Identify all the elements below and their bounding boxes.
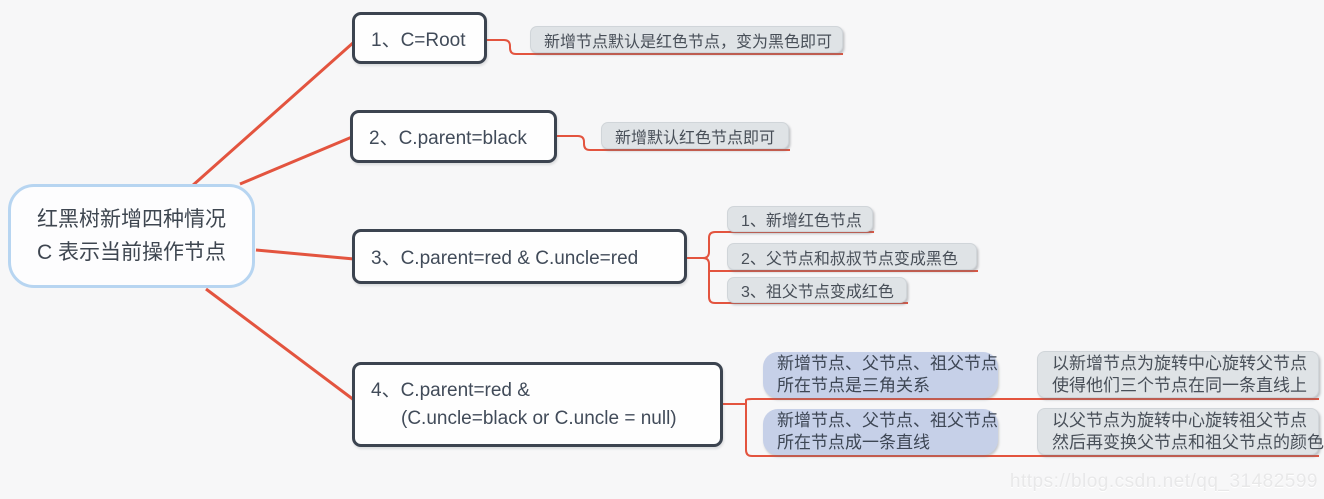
topic-parent-red-uncle-red[interactable]: 3、C.parent=red & C.uncle=red [352,229,687,284]
case4-action-rotate-grandparent-line1: 以父节点为旋转中心旋转祖父节点 [1052,410,1307,430]
case4-condition-line-line2: 所在节点成一条直线 [777,433,930,452]
note-case1[interactable]: 新增节点默认是红色节点，变为黑色即可 [530,26,843,53]
case4-action-rotate-parent-line1: 以新增节点为旋转中心旋转父节点 [1052,353,1307,373]
branch-root-to-node1 [191,40,355,188]
note-case3-step1-text: 1、新增红色节点 [741,213,862,230]
root-topic-line2: C 表示当前操作节点 [37,241,226,264]
case4-condition-triangle-line2: 所在节点是三角关系 [777,376,930,395]
case4-action-rotate-parent[interactable]: 以新增节点为旋转中心旋转父节点 使得他们三个节点在同一条直线上 [1037,351,1319,398]
root-topic-line1: 红黑树新增四种情况 [37,208,226,231]
case4-condition-line[interactable]: 新增节点、父节点、祖父节点 所在节点成一条直线 [763,409,998,455]
note-case3-step2[interactable]: 2、父节点和叔叔节点变成黑色 [727,243,977,270]
note-case3-step3[interactable]: 3、祖父节点变成红色 [727,277,907,303]
topic-c-root-label: 1、C=Root [371,29,466,51]
topic-parent-red-uncle-black-line2: (C.uncle=black or C.uncle = null) [401,407,677,429]
topic-parent-red-uncle-black[interactable]: 4、C.parent=red & (C.uncle=black or C.unc… [352,362,723,447]
topic-parent-red-uncle-black-line1: 4、C.parent=red & [371,379,530,401]
topic-c-root[interactable]: 1、C=Root [352,12,487,64]
branch-root-to-node4 [205,287,355,402]
note-case3-step2-text: 2、父节点和叔叔节点变成黑色 [741,250,958,268]
case4-condition-line-line1: 新增节点、父节点、祖父节点 [777,411,998,430]
note-case3-step3-text: 3、祖父节点变成红色 [741,284,894,301]
connector-node4-case1 [745,398,1319,404]
note-case2[interactable]: 新增默认红色节点即可 [601,122,789,149]
topic-parent-black[interactable]: 2、C.parent=black [350,110,557,163]
case4-condition-triangle-line1: 新增节点、父节点、祖父节点 [777,354,998,373]
connector-node3-note1 [702,231,874,259]
case4-condition-triangle[interactable]: 新增节点、父节点、祖父节点 所在节点是三角关系 [763,352,998,398]
connector-node2-note [557,135,790,151]
connector-node1-note [487,39,843,55]
note-case1-text: 新增节点默认是红色节点，变为黑色即可 [544,33,833,51]
case4-action-rotate-grandparent[interactable]: 以父节点为旋转中心旋转祖父节点 然后再变换父节点和祖父节点的颜色 [1037,408,1324,455]
case4-action-rotate-grandparent-line2: 然后再变换父节点和祖父节点的颜色 [1052,432,1324,452]
note-case2-text: 新增默认红色节点即可 [615,129,776,147]
connector-node4-case2 [745,404,1319,457]
branch-root-to-node3 [255,248,355,261]
watermark-url: https://blog.csdn.net/qq_31482599 [1009,471,1318,492]
branch-root-to-node2 [239,135,353,186]
note-case3-step1[interactable]: 1、新增红色节点 [727,206,873,232]
connector-node3-note3 [702,257,908,304]
topic-parent-black-label: 2、C.parent=black [369,128,527,149]
topic-parent-red-uncle-red-label: 3、C.parent=red & C.uncle=red [371,248,639,269]
root-topic[interactable]: 红黑树新增四种情况 C 表示当前操作节点 [8,184,255,288]
case4-action-rotate-parent-line2: 使得他们三个节点在同一条直线上 [1052,375,1307,395]
